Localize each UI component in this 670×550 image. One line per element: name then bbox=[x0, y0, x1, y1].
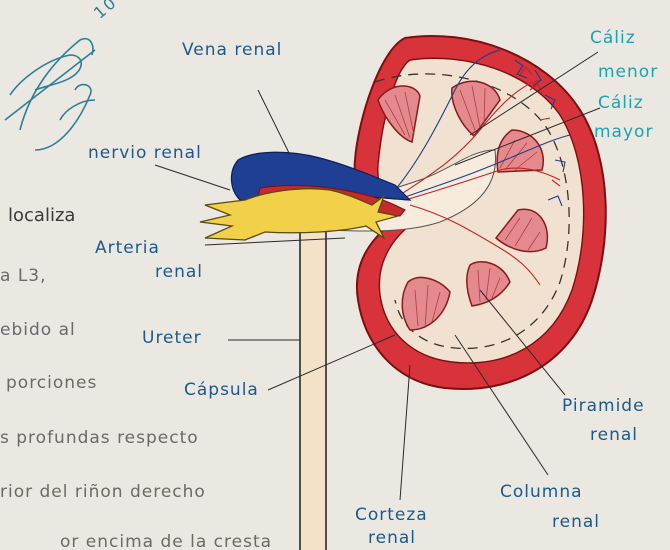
label-corteza-renal-1: Corteza bbox=[355, 505, 428, 525]
label-arteria-renal-2: renal bbox=[155, 262, 203, 282]
label-caliz-menor-2: menor bbox=[598, 62, 658, 82]
label-columna-renal-1: Columna bbox=[500, 482, 583, 502]
label-arteria-renal-1: Arteria bbox=[95, 238, 160, 258]
note-line-7: or encima de la cresta bbox=[60, 532, 272, 550]
label-piramide-renal-1: Piramide bbox=[562, 396, 645, 416]
label-piramide-renal-2: renal bbox=[590, 425, 638, 445]
label-ureter: Ureter bbox=[142, 328, 202, 348]
note-line-2: a L3, bbox=[0, 266, 47, 286]
note-line-4: porciones bbox=[6, 373, 97, 393]
label-capsula: Cápsula bbox=[184, 380, 259, 400]
label-columna-renal-2: renal bbox=[552, 512, 600, 532]
note-line-3: ebido al bbox=[0, 320, 76, 340]
label-corteza-renal-2: renal bbox=[368, 528, 416, 548]
note-line-6: rior del riñon derecho bbox=[0, 482, 206, 502]
label-caliz-menor-1: Cáliz bbox=[590, 28, 636, 48]
ureter-fill bbox=[301, 232, 325, 550]
note-line-5: s profundas respecto bbox=[0, 428, 199, 448]
label-vena-renal: Vena renal bbox=[182, 40, 282, 60]
label-caliz-mayor-2: mayor bbox=[594, 122, 653, 142]
note-line-1: localiza bbox=[8, 205, 75, 226]
label-nervio-renal: nervio renal bbox=[88, 143, 202, 163]
label-caliz-mayor-1: Cáliz bbox=[598, 93, 644, 113]
